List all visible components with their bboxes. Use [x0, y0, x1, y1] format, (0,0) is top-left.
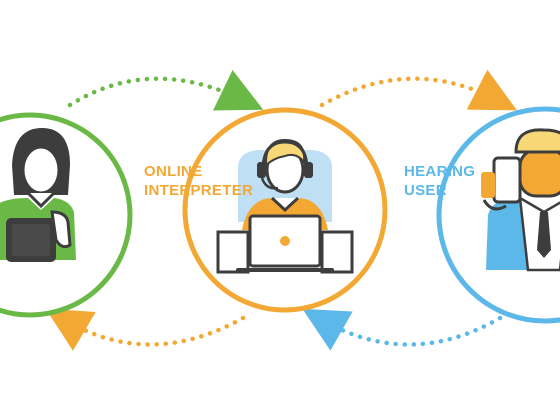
arrow-deaf-to-interpreter: [67, 69, 264, 111]
online-interpreter-label-line-2: INTERPRETER: [144, 182, 254, 199]
arrow-interpreter-to-deaf: [45, 308, 246, 351]
deaf-user-with-tablet-icon: [0, 112, 133, 318]
hearing-user-label: HEARING USER: [404, 162, 475, 200]
interpreter-with-headset-and-laptop-icon: [182, 107, 388, 313]
arrow-interpreter-to-hearing: [319, 69, 517, 111]
hearing-user-label-line-2: USER: [404, 182, 447, 199]
online-interpreter-label: ONLINE INTERPRETER: [144, 162, 253, 200]
arrow-hearing-to-interpreter: [302, 308, 503, 351]
hearing-user-with-phone-icon: [436, 106, 560, 324]
hearing-user-label-line-1: HEARING: [404, 163, 476, 180]
online-interpreter-label-line-1: ONLINE: [144, 163, 203, 180]
